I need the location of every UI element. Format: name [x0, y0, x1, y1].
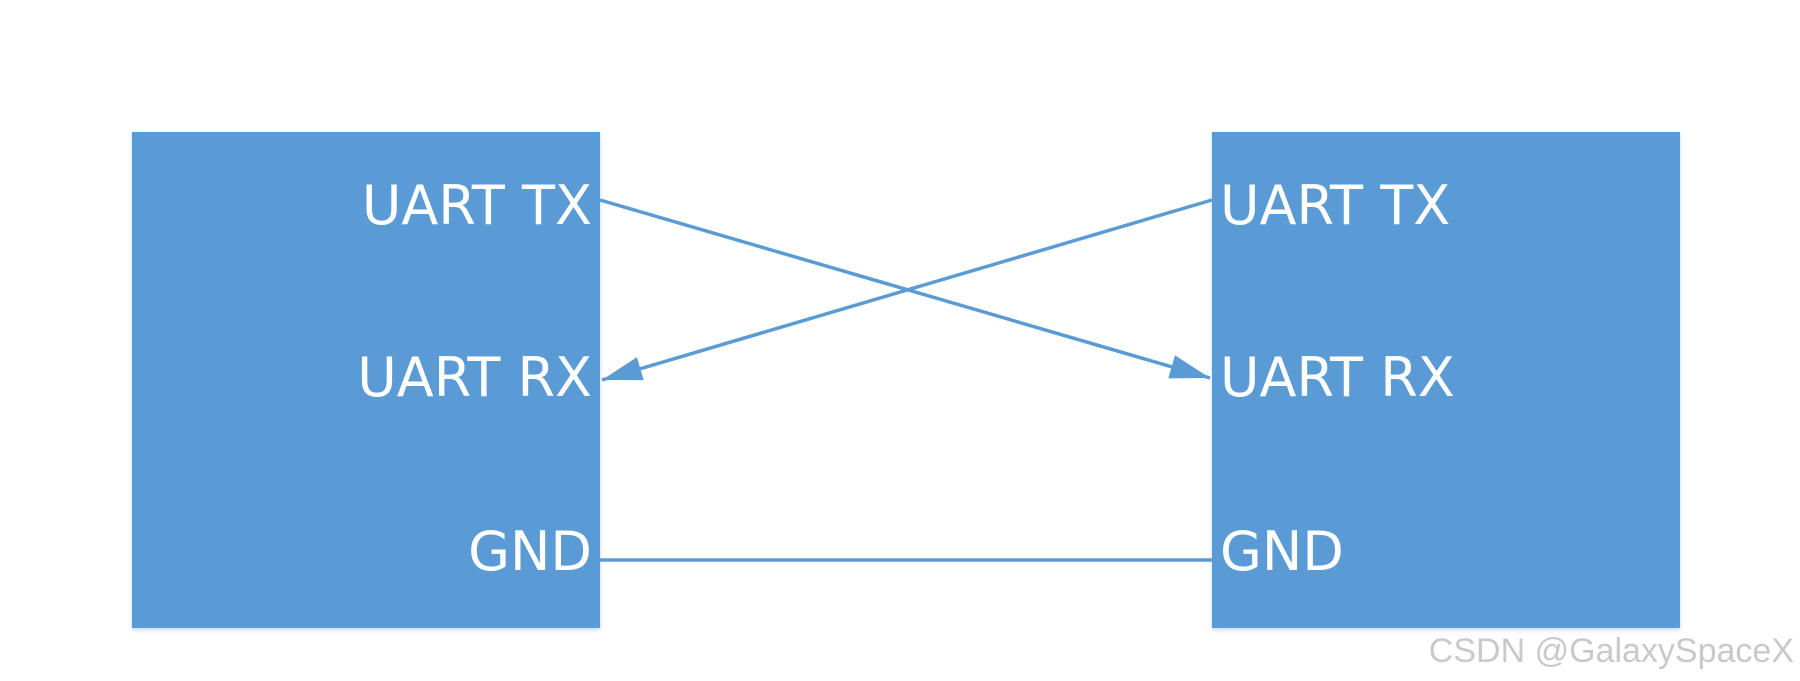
left-gnd-label: GND	[468, 520, 592, 583]
left-uart-rx-label: UART RX	[357, 346, 592, 409]
wire-right-tx-to-left-rx	[601, 198, 1213, 382]
left-device-box: UART TX UART RX GND	[132, 132, 600, 628]
wire-left-tx-to-right-rx	[599, 198, 1211, 380]
right-device-box: UART TX UART RX GND	[1212, 132, 1680, 628]
right-uart-rx-label: UART RX	[1220, 346, 1455, 409]
right-gnd-label: GND	[1220, 520, 1344, 583]
left-uart-tx-label: UART TX	[361, 174, 592, 237]
watermark-text: CSDN @GalaxySpaceX	[1428, 632, 1794, 670]
right-uart-tx-label: UART TX	[1220, 174, 1451, 237]
